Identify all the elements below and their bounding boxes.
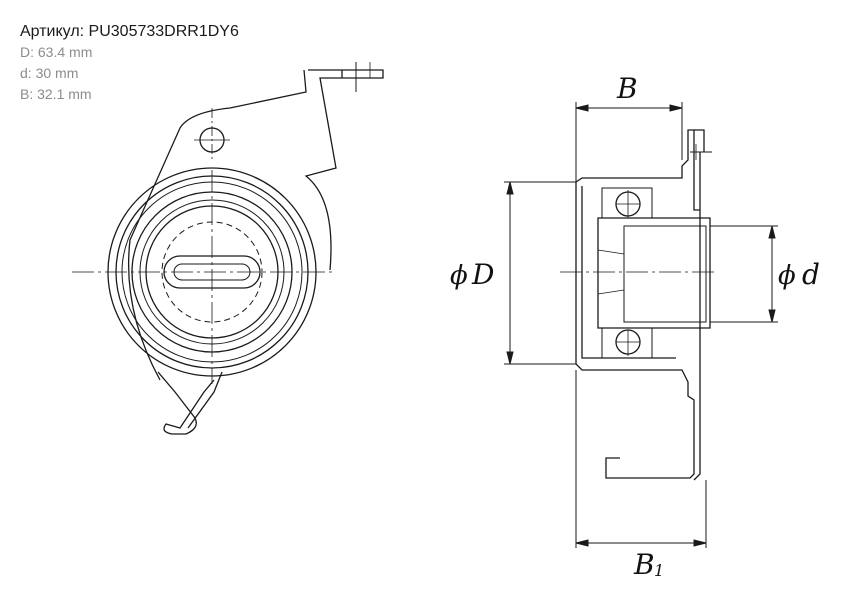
spec-outer-diameter: D: 63.4 mm bbox=[20, 44, 93, 60]
bracket-arm bbox=[157, 371, 215, 435]
dim-label-d: d bbox=[802, 258, 820, 291]
bracket-flange bbox=[693, 129, 705, 481]
dim-label-B: B bbox=[616, 72, 638, 105]
bracket-outline bbox=[127, 69, 384, 381]
inner-hub bbox=[597, 217, 711, 329]
bearing-ball-bottom bbox=[601, 327, 653, 359]
bracket-arm-return bbox=[187, 371, 223, 429]
bearing-ball-top bbox=[601, 187, 653, 219]
pulley-shell bbox=[575, 182, 695, 479]
spec-header: Артикул: PU305733DRR1DY6 D: 63.4 mm d: 3… bbox=[20, 22, 239, 105]
dimension-lines bbox=[504, 102, 778, 548]
dim-label-B1: B bbox=[633, 548, 655, 581]
spec-width: B: 32.1 mm bbox=[20, 86, 92, 102]
dim-label-phi-D: ϕ bbox=[450, 261, 468, 291]
dim-label-D: D bbox=[471, 258, 494, 291]
dim-label-phi-d: ϕ bbox=[778, 261, 796, 291]
dim-label-B1-sub: 1 bbox=[654, 561, 664, 580]
article-number: Артикул: PU305733DRR1DY6 bbox=[20, 23, 239, 40]
spec-inner-diameter: d: 30 mm bbox=[20, 65, 79, 81]
front-view bbox=[72, 62, 384, 435]
section-view bbox=[560, 129, 718, 481]
